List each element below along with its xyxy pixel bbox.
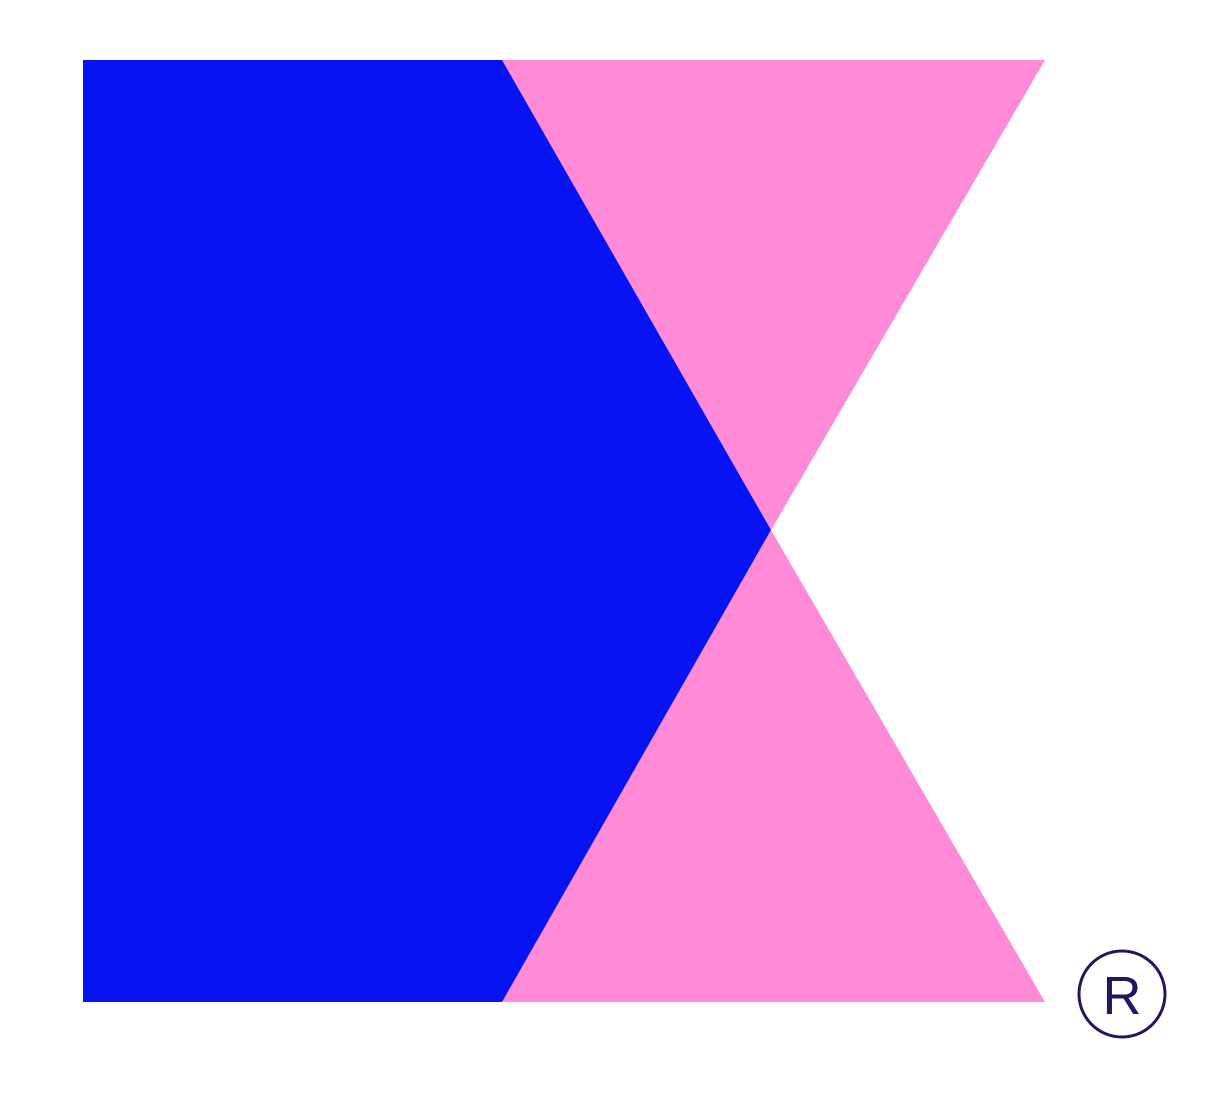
registered-circle [1077,949,1167,1039]
registered-letter: R [1103,966,1142,1026]
logo-pink-lower-triangle [502,530,1045,1002]
logo-pink-upper-triangle [502,60,1045,530]
registered-trademark-icon: R [1077,949,1167,1039]
logo-blue-shape [83,60,771,1002]
